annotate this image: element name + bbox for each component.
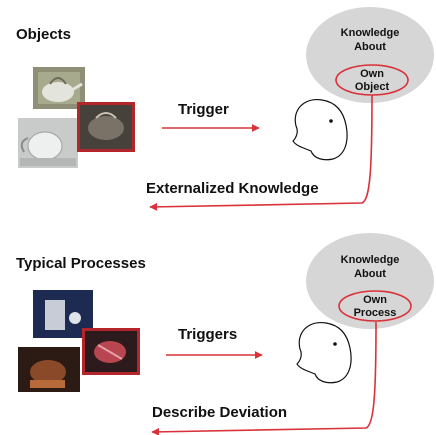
own2-line1: Own bbox=[363, 294, 387, 306]
dark-teapot-photo bbox=[77, 102, 135, 152]
head-outline-icon-2 bbox=[296, 322, 352, 384]
trigger-label: Trigger bbox=[178, 101, 229, 118]
knowledge-bubble bbox=[306, 7, 434, 103]
section-title-objects: Objects bbox=[16, 26, 72, 43]
section-title-processes: Typical Processes bbox=[16, 255, 146, 272]
process-photo-3 bbox=[82, 328, 140, 375]
own-line2: Object bbox=[354, 81, 390, 93]
bubble2-line2: About bbox=[354, 268, 386, 280]
own2-line2: Process bbox=[353, 307, 397, 319]
bubble-line1: Knowledge bbox=[340, 27, 400, 39]
own-line1: Own bbox=[360, 68, 384, 80]
bubble-line2: About bbox=[354, 41, 386, 53]
glass-teapot-photo bbox=[18, 118, 78, 168]
externalized-knowledge-label: Externalized Knowledge bbox=[146, 180, 319, 197]
teapot-photo bbox=[33, 67, 85, 109]
process-photo-2 bbox=[18, 347, 80, 392]
externalized-knowledge-arrow bbox=[149, 94, 373, 211]
describe-deviation-arrow bbox=[151, 321, 377, 435]
head-outline-icon bbox=[292, 99, 348, 161]
bubble2-line1: Knowledge bbox=[340, 254, 400, 266]
knowledge-bubble-2 bbox=[306, 233, 434, 329]
describe-deviation-label: Describe Deviation bbox=[152, 404, 288, 421]
triggers-label: Triggers bbox=[178, 326, 238, 343]
own-process-highlight bbox=[338, 290, 412, 322]
